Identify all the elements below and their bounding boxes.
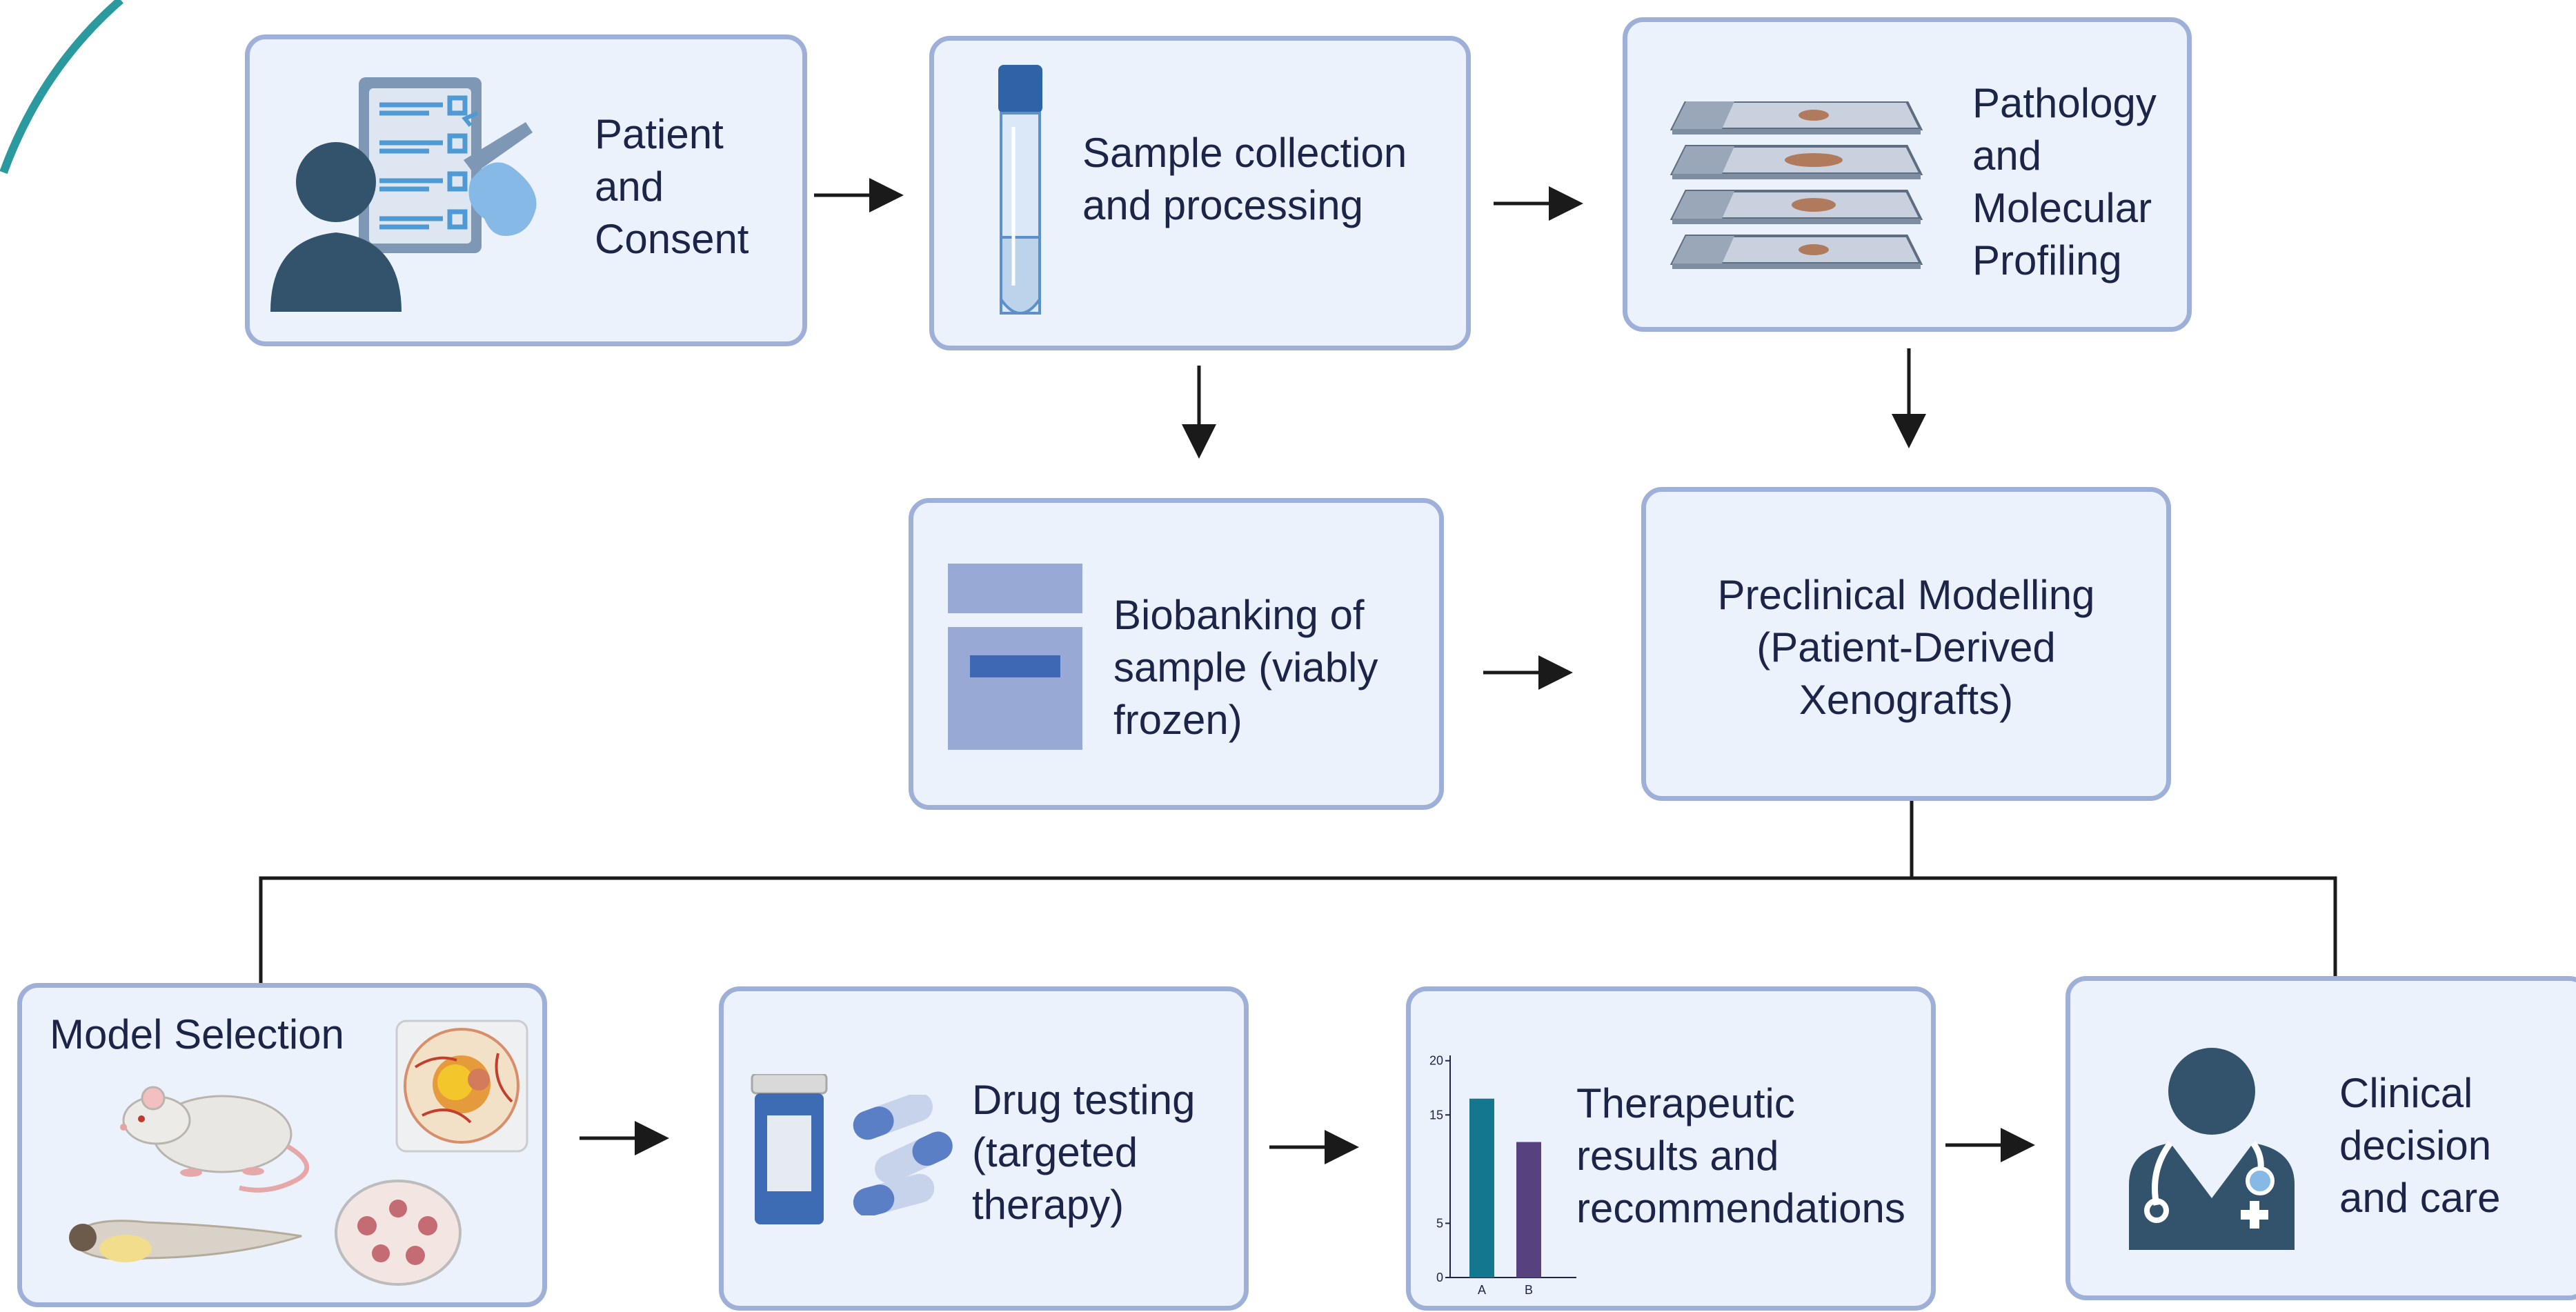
label-line: and bbox=[595, 163, 664, 210]
label-line: results and bbox=[1576, 1133, 1779, 1179]
node-preclinical: Preclinical Modelling (Patient-Derived X… bbox=[1641, 487, 2171, 801]
chart-bar bbox=[1469, 1098, 1494, 1278]
node-label-patient-consent: Patient and Consent bbox=[595, 108, 749, 266]
clipboard-consent-icon bbox=[270, 77, 537, 312]
label-line: Model Selection bbox=[50, 1011, 344, 1057]
accent-arc bbox=[0, 0, 123, 175]
egg-cam-icon bbox=[395, 1020, 528, 1153]
label-line: decision bbox=[2339, 1122, 2492, 1169]
mouse-icon bbox=[120, 1086, 310, 1193]
zebrafish-icon bbox=[69, 1220, 302, 1262]
label-line: (Patient-Derived bbox=[1756, 624, 2056, 670]
label-line: Biobanking of bbox=[1113, 592, 1365, 638]
chart-y-tick-label: 0 bbox=[1436, 1271, 1443, 1284]
label-line: and processing bbox=[1082, 182, 1363, 228]
chart-x-tick-label: B bbox=[1525, 1283, 1533, 1297]
chart-bar bbox=[1516, 1142, 1541, 1278]
label-line: Clinical bbox=[2339, 1070, 2473, 1116]
node-biobanking: Biobanking of sample (viably frozen) bbox=[909, 498, 1444, 810]
mini-bar-chart: 0 5 15 20A B bbox=[1429, 1054, 1576, 1297]
label-line: and care bbox=[2339, 1175, 2501, 1221]
node-clinical: Clinical decision and care bbox=[2065, 976, 2576, 1300]
label-line: Profiling bbox=[1972, 237, 2122, 284]
pill-bottle-icon bbox=[751, 1074, 828, 1224]
node-model-selection: Model Selection bbox=[17, 983, 547, 1307]
node-patient-consent: Patient and Consent bbox=[245, 34, 807, 346]
label-line: Xenografts) bbox=[1799, 677, 2014, 723]
label-line: recommendations bbox=[1576, 1185, 1905, 1231]
node-drug-testing: Drug testing (targeted therapy) bbox=[719, 986, 1249, 1311]
node-label-therapeutic: Therapeutic results and recommendations bbox=[1576, 1077, 1905, 1235]
chart-y-tick-label: 20 bbox=[1429, 1054, 1443, 1068]
node-pathology: Pathology and Molecular Profiling bbox=[1623, 17, 2192, 332]
node-label-sample-collection: Sample collection and processing bbox=[1082, 127, 1407, 232]
organoid-dish-icon bbox=[335, 1180, 462, 1286]
node-label-clinical: Clinical decision and care bbox=[2339, 1067, 2501, 1224]
label-line: therapy) bbox=[972, 1182, 1124, 1228]
bracket-horizontal bbox=[259, 876, 2337, 983]
node-label-biobanking: Biobanking of sample (viably frozen) bbox=[1113, 589, 1378, 746]
sample-tube-icon bbox=[998, 65, 1042, 315]
label-line: and bbox=[1972, 132, 2042, 179]
doctor-icon bbox=[2129, 1048, 2295, 1250]
label-line: Preclinical Modelling bbox=[1717, 572, 2095, 618]
label-line: (targeted bbox=[972, 1129, 1138, 1175]
label-line: Pathology bbox=[1972, 80, 2157, 126]
label-line: Sample collection bbox=[1082, 130, 1407, 176]
label-line: frozen) bbox=[1113, 697, 1242, 743]
label-line: Drug testing bbox=[972, 1077, 1196, 1123]
label-line: sample (viably bbox=[1113, 644, 1378, 690]
label-line: Therapeutic bbox=[1576, 1080, 1795, 1126]
label-line: Molecular bbox=[1972, 185, 2152, 231]
frozen-vials-icon bbox=[948, 564, 1082, 750]
node-label-model-selection: Model Selection bbox=[50, 1008, 344, 1061]
capsules-icon bbox=[853, 1095, 953, 1215]
node-label-preclinical: Preclinical Modelling (Patient-Derived X… bbox=[1646, 569, 2166, 726]
node-label-drug-testing: Drug testing (targeted therapy) bbox=[972, 1074, 1196, 1231]
chart-y-tick-label: 5 bbox=[1436, 1216, 1443, 1230]
node-label-pathology: Pathology and Molecular Profiling bbox=[1972, 77, 2157, 287]
label-line: Patient bbox=[595, 111, 724, 157]
chart-y-tick-label: 15 bbox=[1429, 1108, 1443, 1122]
label-line: Consent bbox=[595, 216, 749, 262]
pathology-slides-icon bbox=[1670, 101, 1923, 269]
node-sample-collection: Sample collection and processing bbox=[929, 36, 1471, 350]
chart-x-tick-label: A bbox=[1478, 1283, 1486, 1297]
